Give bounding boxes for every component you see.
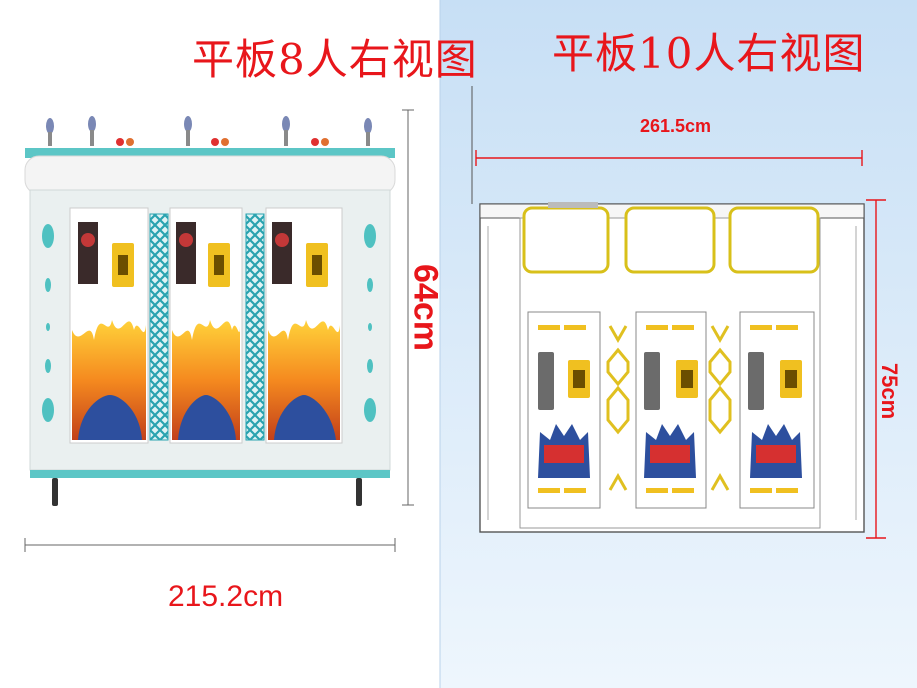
right-door-panel-2 — [635, 311, 707, 509]
top-light-capsule-2 — [624, 206, 716, 274]
lattice-column-2 — [245, 213, 265, 441]
door-panel-2 — [169, 207, 243, 444]
right-width-label: 261.5cm — [640, 116, 712, 136]
joystick-knobs — [46, 116, 372, 146]
hexagon-column-1 — [606, 325, 630, 491]
right-door-panel-3 — [739, 311, 815, 509]
door-panel-3 — [265, 207, 343, 444]
right-table-drawing — [479, 202, 865, 533]
right-width-dimension-line — [475, 150, 863, 166]
left-width-label: 215.2cm — [168, 580, 284, 613]
side-decoration-dots — [42, 224, 376, 422]
left-table-drawing — [24, 116, 396, 506]
top-light-capsule-3 — [728, 206, 820, 274]
top-light-capsule-1 — [522, 206, 610, 274]
left-panel-title: 平板8人右视图 — [192, 35, 478, 84]
right-panel-title: 平板10人右视图 — [552, 29, 866, 78]
door-panel-1 — [69, 207, 149, 444]
lattice-column-1 — [149, 213, 169, 441]
left-width-dimension-line — [24, 538, 396, 552]
right-height-dimension-line — [866, 199, 886, 539]
right-height-label: 75cm — [877, 362, 902, 420]
right-door-panel-1 — [527, 311, 601, 509]
left-height-dimension-line — [402, 109, 414, 506]
left-height-label: 64cm — [406, 264, 445, 351]
hexagon-column-2 — [708, 325, 732, 491]
